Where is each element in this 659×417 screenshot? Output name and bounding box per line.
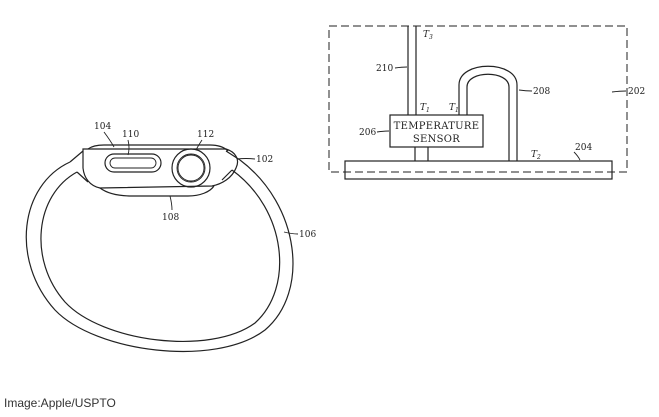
temp-t3: T3 [423, 30, 433, 41]
loop-208 [458, 65, 518, 161]
probe-210 [407, 26, 417, 115]
label-204: 204 [575, 143, 592, 153]
side-button [104, 153, 162, 173]
label-104: 104 [94, 122, 111, 132]
digital-crown [171, 148, 211, 188]
label-106: 106 [299, 230, 316, 240]
watch-band [25, 159, 294, 353]
label-108: 108 [162, 213, 179, 223]
sensor-figure: TEMPERATURE SENSOR T3 T1 T1 T2 210 206 2… [328, 25, 645, 180]
image-credit: Image:Apple/USPTO [4, 396, 116, 410]
label-210: 210 [376, 64, 393, 74]
label-206: 206 [359, 128, 376, 138]
label-112: 112 [197, 130, 214, 140]
enclosure-boundary [328, 25, 628, 173]
temp-t1-left: T1 [420, 103, 430, 114]
watch-display-edge [87, 144, 229, 152]
watch-underside [99, 185, 215, 197]
temp-t1-right: T1 [449, 103, 459, 114]
label-202: 202 [628, 87, 645, 97]
base-plate [344, 160, 613, 180]
label-102: 102 [256, 155, 273, 165]
sensor-line-1: TEMPERATURE [394, 121, 480, 132]
band-connector-left [69, 150, 89, 183]
watch-figure: 104 110 112 102 108 106 [25, 122, 316, 353]
temp-t2: T2 [531, 150, 541, 161]
watch-band-inner [40, 169, 281, 342]
sensor-line-2: SENSOR [413, 134, 460, 145]
watch-housing [82, 148, 239, 189]
label-110: 110 [122, 130, 139, 140]
temperature-sensor-box [389, 114, 484, 148]
label-208: 208 [533, 87, 550, 97]
